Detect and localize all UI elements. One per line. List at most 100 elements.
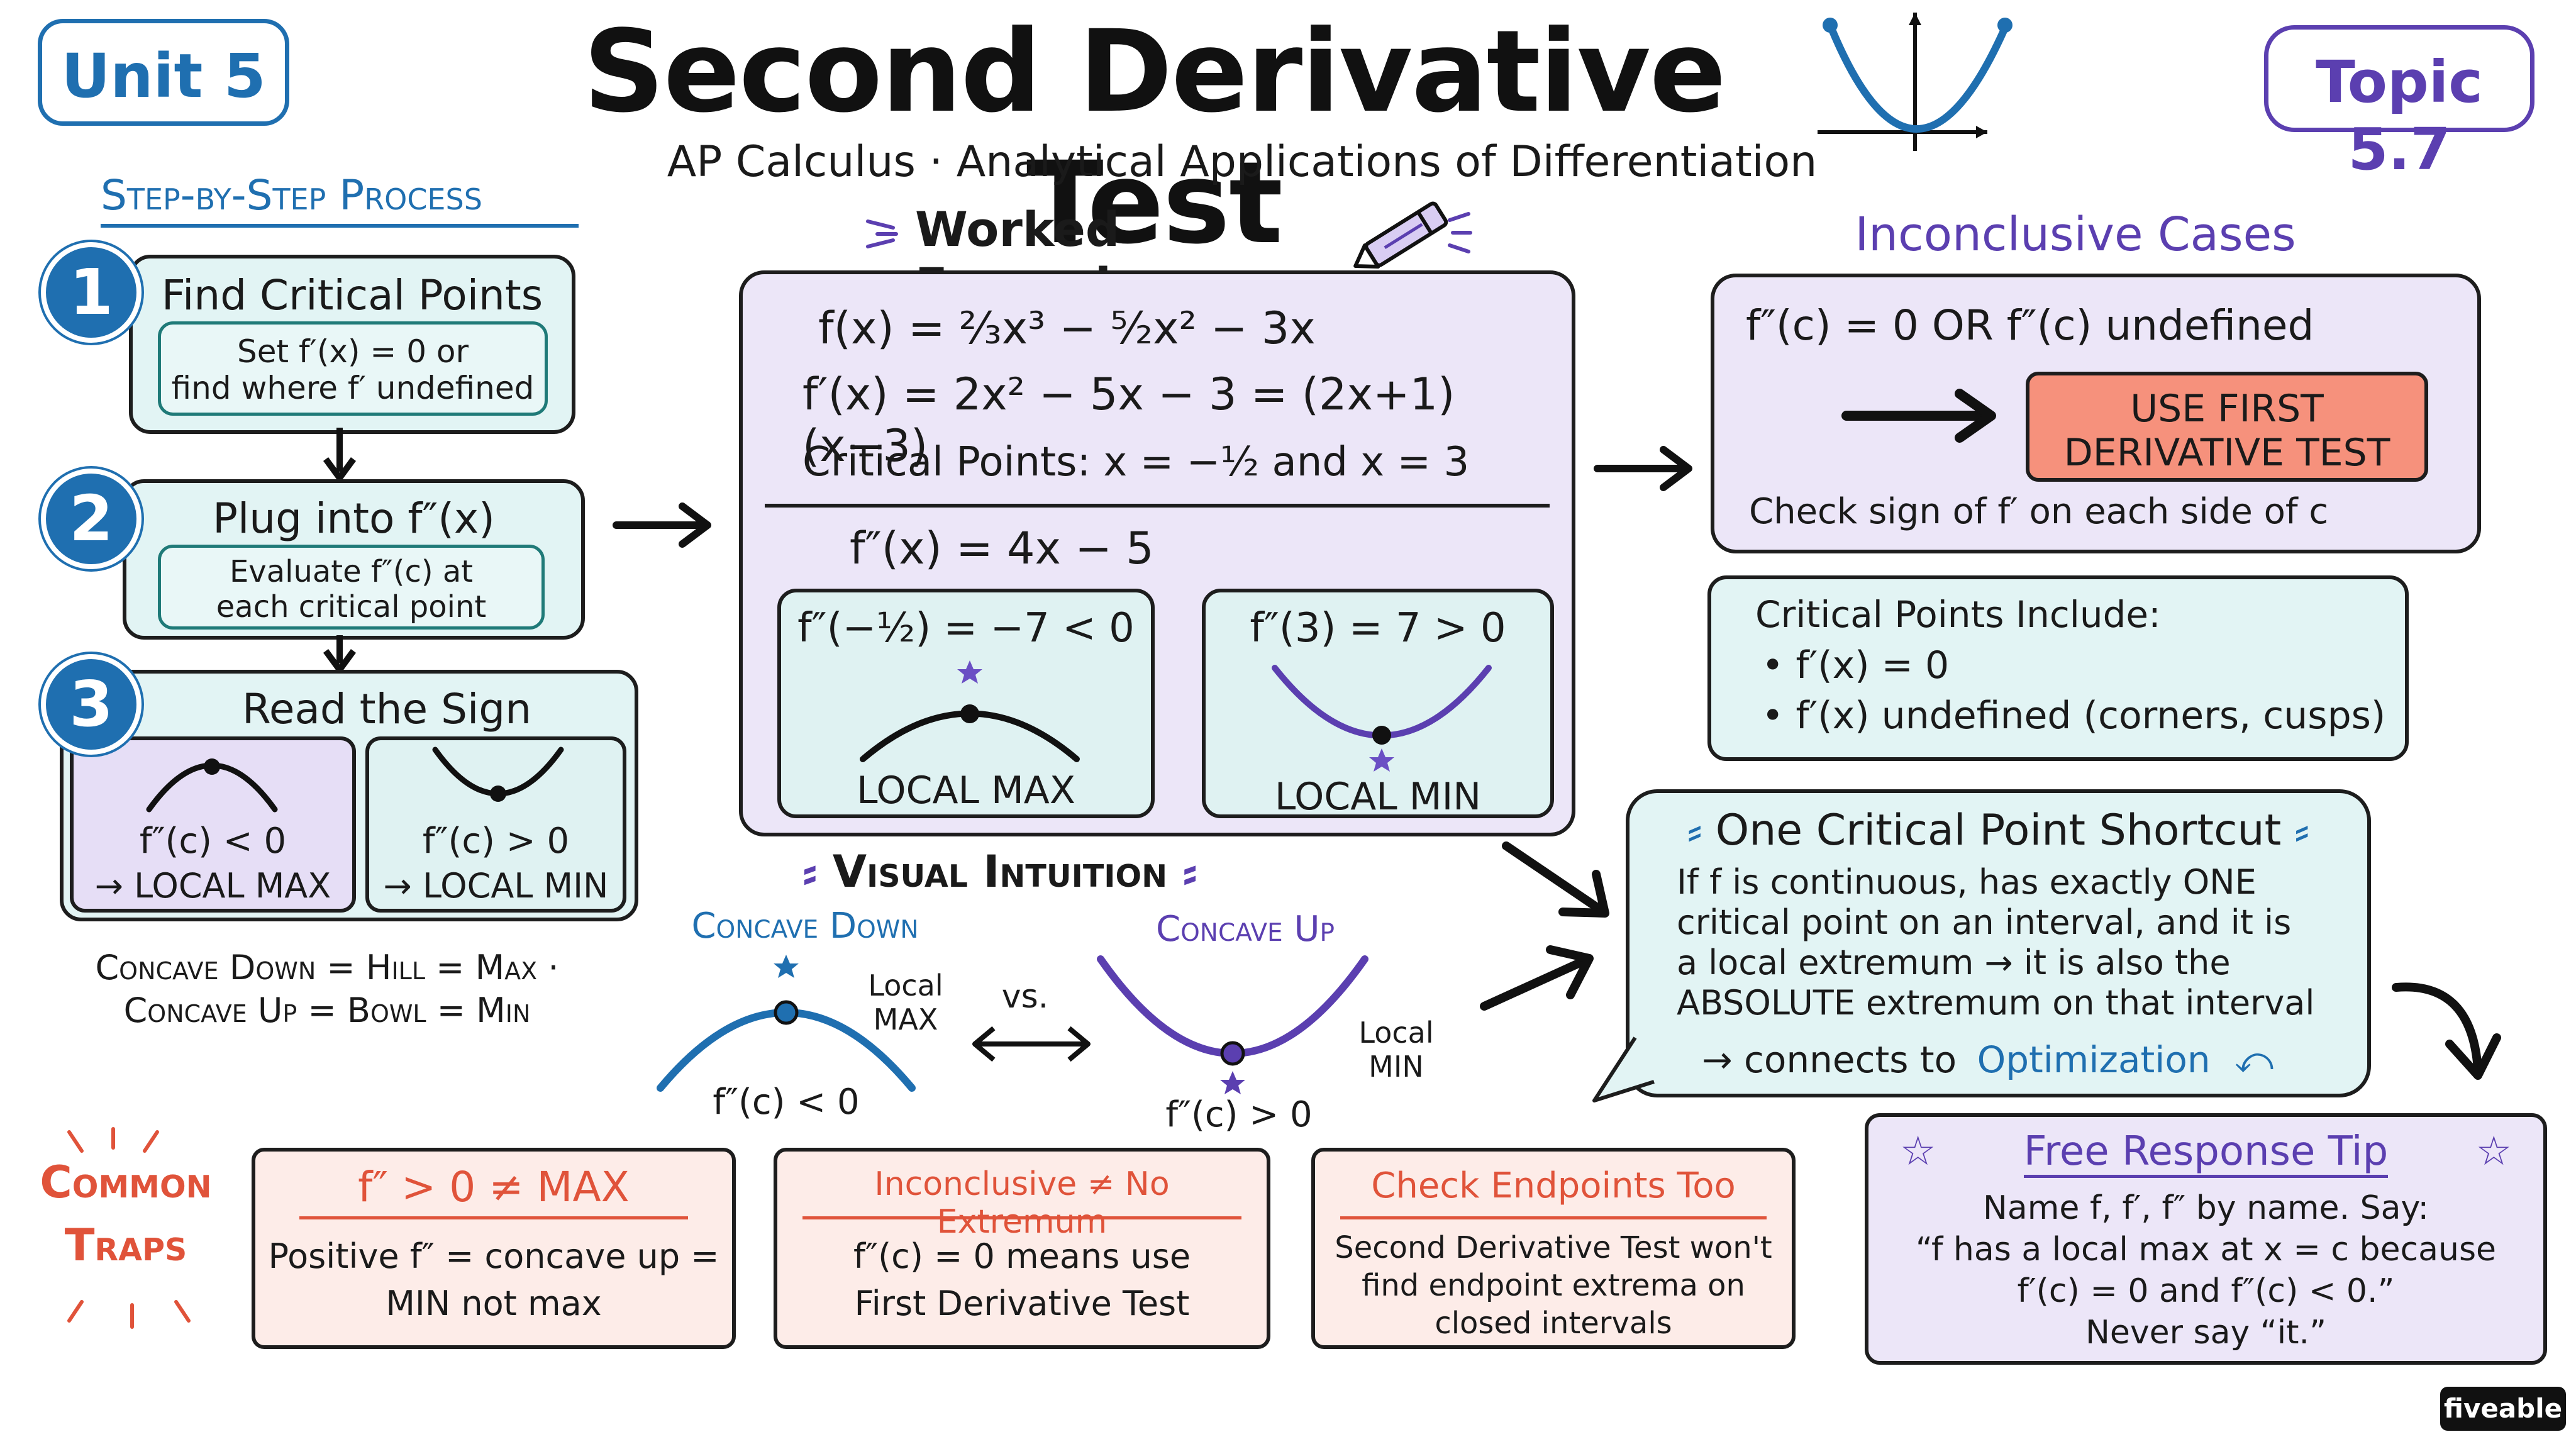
topic-badge-label: Topic 5.7 — [2316, 48, 2483, 183]
include-item-2: • f′(x) undefined (corners, cusps) — [1762, 694, 2386, 738]
double-arrow-icon — [972, 1026, 1091, 1062]
example-case-min: f″(3) = 7 > 0 LOCAL MIN — [1202, 589, 1554, 819]
frq-tip-line-3: f′(c) = 0 and f″(c) < 0.” — [2017, 1272, 2395, 1310]
trap-card-1: f″ > 0 ≠ MAX Positive f″ = concave up = … — [252, 1148, 736, 1349]
trap-card-3-line-3: closed intervals — [1435, 1306, 1672, 1341]
step-3-card: Read the Sign f″(c) < 0 → LOCAL MAX f″(c… — [60, 670, 638, 921]
step-3-number: 3 — [41, 654, 142, 755]
visual-intuition-heading: ⸗ Visual Intuition ⸗ — [761, 846, 1239, 909]
step-1-number-text: 1 — [69, 255, 113, 329]
shortcut-card: ⸗ One Critical Point Shortcut ⸗ If f is … — [1626, 789, 2371, 1097]
page-subtitle: AP Calculus · Analytical Applications of… — [667, 137, 1818, 187]
connects-to: → connects to Optimization ⤺ — [1702, 1038, 2331, 1089]
common-traps-line-1: Common — [40, 1157, 212, 1208]
step-1-detail-line-1: Set f′(x) = 0 or — [236, 333, 469, 370]
equation-f-prime: f′(x) = 2x² − 5x − 3 = (2x+1)(x−3) — [802, 369, 1455, 472]
brand-badge: fiveable — [2440, 1387, 2566, 1431]
trap-card-1-title: f″ > 0 ≠ MAX — [299, 1163, 688, 1219]
sparkle-icon — [866, 219, 898, 248]
concave-up-curve — [1097, 955, 1368, 1094]
mnemonic-line-1: Concave Down = Hill = Max · — [95, 948, 559, 987]
right-arrow-icon — [1594, 446, 1692, 491]
bowl-curve-icon — [1272, 665, 1492, 772]
concave-up-tag-line-1: Local — [1358, 1016, 1434, 1050]
critical-points-include-card: Critical Points Include: • f′(x) = 0 • f… — [1707, 575, 2409, 761]
inconclusive-note: Check sign of f′ on each side of c — [1749, 491, 2329, 532]
trap-card-1-line-1: Positive f″ = concave up = — [268, 1236, 719, 1276]
step-1-detail-line-2: find where f′ undefined — [171, 370, 535, 406]
concave-up-label: Concave Up — [1155, 909, 1335, 950]
topic-badge: Topic 5.7 — [2264, 25, 2534, 183]
step-1-detail-box: Set f′(x) = 0 or find where f′ undefined — [158, 321, 548, 416]
diagonal-arrow-icon — [1502, 841, 1609, 918]
concave-up-tag: Local MIN — [1333, 1016, 1459, 1091]
star-icon: ☆ — [2475, 1128, 2512, 1175]
trap-card-2: Inconclusive ≠ No Extremum f″(c) = 0 mea… — [774, 1148, 1270, 1349]
sign-case-min: f″(c) > 0 → LOCAL MIN — [365, 736, 626, 913]
frq-tip-body: Name f, f′, f″ by name. Say: “f has a lo… — [1868, 1187, 2543, 1357]
concave-down-tag: Local MAX — [843, 969, 969, 1044]
curved-arrow-icon: ⤺ — [2235, 1038, 2274, 1081]
sparkle-icon: ⸗ — [2281, 806, 2309, 855]
sign-case-min-result: → LOCAL MIN — [383, 866, 609, 906]
step-3-number-text: 3 — [69, 667, 113, 741]
example-case-max: f″(−½) = −7 < 0 LOCAL MAX — [777, 589, 1155, 818]
step-2-detail-box: Evaluate f″(c) at each critical point — [158, 545, 545, 630]
include-title: Critical Points Include: — [1755, 593, 2161, 636]
unit-badge-label: Unit 5 — [61, 41, 266, 111]
concave-up-sign: f″(c) > 0 — [1165, 1094, 1313, 1135]
include-item-1-text: f′(x) = 0 — [1796, 643, 1950, 687]
trap-card-3-line-2: find endpoint extrema on — [1362, 1268, 1745, 1303]
critical-points-line: Critical Points: x = −½ and x = 3 — [802, 439, 1470, 486]
sign-case-min-condition: f″(c) > 0 — [422, 821, 570, 862]
frq-tip-line-2: “f has a local max at x = c because — [1915, 1231, 2497, 1269]
concave-down-sign: f″(c) < 0 — [713, 1082, 860, 1123]
shortcut-body-line-2: critical point on an interval, and it is — [1677, 902, 2292, 942]
step-2-number-text: 2 — [69, 482, 113, 555]
sign-case-max-result: → LOCAL MAX — [94, 866, 331, 906]
mnemonic-line-2: Concave Up = Bowl = Min — [123, 991, 531, 1030]
vs-label: vs. — [1001, 978, 1049, 1016]
down-arrow-icon — [323, 635, 357, 673]
step-1-card: Find Critical Points Set f′(x) = 0 or fi… — [129, 255, 575, 434]
equation-f-double-prime: f″(x) = 4x − 5 — [850, 523, 1154, 574]
step-1-number: 1 — [41, 242, 142, 343]
step-2-number: 2 — [41, 469, 142, 569]
step-2-detail-line-2: each critical point — [216, 589, 487, 625]
trap-card-3-title: Check Endpoints Too — [1340, 1165, 1767, 1219]
include-item-2-text: f′(x) undefined (corners, cusps) — [1796, 694, 2386, 738]
parabola-logo-icon — [1818, 13, 2012, 151]
trap-card-2-line-1: f″(c) = 0 means use — [853, 1236, 1191, 1276]
connects-to-prefix: → connects to — [1702, 1038, 1957, 1081]
callout-line-1: USE FIRST — [2130, 387, 2324, 431]
shortcut-heading: ⸗ One Critical Point Shortcut ⸗ — [1629, 806, 2367, 862]
frq-tip-line-1: Name f, f′, f″ by name. Say: — [1983, 1189, 2429, 1227]
trap-card-2-line-2: First Derivative Test — [854, 1284, 1190, 1323]
shortcut-heading-text: One Critical Point Shortcut — [1715, 806, 2282, 855]
sparkle-icon: ⸗ — [1687, 806, 1716, 855]
curved-down-arrow-icon — [2392, 982, 2501, 1080]
trap-card-2-title: Inconclusive ≠ No Extremum — [802, 1165, 1241, 1241]
frq-tip-card: ☆ Free Response Tip ☆ Name f, f′, f″ by … — [1865, 1113, 2547, 1365]
concave-down-label: Concave Down — [691, 906, 919, 947]
trap-card-3-line-1: Second Derivative Test won't — [1335, 1230, 1772, 1265]
shortcut-body: If f is continuous, has exactly ONE crit… — [1677, 862, 2356, 1038]
concave-down-tag-line-2: MAX — [873, 1002, 938, 1036]
concave-down-tag-line-1: Local — [868, 969, 943, 1002]
hill-curve-icon — [146, 758, 278, 813]
inconclusive-heading: Inconclusive Cases — [1855, 208, 2296, 262]
step-2-title: Plug into f″(x) — [213, 494, 495, 543]
example-case-max-label: LOCAL MAX — [857, 769, 1075, 813]
sparkle-icon: ⸗ — [1167, 846, 1197, 897]
sign-case-max-condition: f″(c) < 0 — [139, 821, 287, 862]
divider — [765, 504, 1550, 508]
include-item-1: • f′(x) = 0 — [1762, 643, 1950, 687]
mnemonic: Concave Down = Hill = Max · Concave Up =… — [38, 947, 616, 1047]
optimization-link[interactable]: Optimization — [1977, 1038, 2211, 1081]
use-first-derivative-test-callout: USE FIRST DERIVATIVE TEST — [2026, 372, 2428, 482]
speech-tail — [1592, 1036, 1655, 1102]
visual-intuition-heading-text: Visual Intuition — [832, 846, 1168, 897]
shortcut-body-line-4: ABSOLUTE extremum on that interval — [1677, 983, 2315, 1023]
pencil-icon — [1353, 201, 1472, 269]
inconclusive-card: f″(c) = 0 OR f″(c) undefined USE FIRST D… — [1711, 274, 2481, 553]
